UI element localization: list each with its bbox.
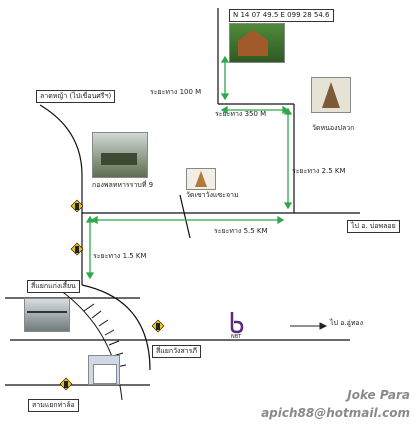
road-network (5, 8, 360, 386)
distance-5-5km-label: ระยะทาง 5.5 KM (214, 227, 268, 235)
bridge-photo (24, 298, 70, 332)
house-photo (229, 23, 285, 63)
traffic-signal-icon (151, 319, 165, 333)
army-camp-label: กองพลทหารราบที่ 9 (92, 181, 154, 189)
arrow-u-thong-icon (290, 322, 328, 330)
nbt-logo-label: NBT (231, 334, 242, 340)
wat-tham-label: วัดเขาวังแซะจาม (186, 191, 239, 199)
shrine-photo (186, 168, 216, 190)
army-tank-photo (92, 132, 148, 178)
coordinates-label: N 14 07 49.5 E 099 28 54.6 (229, 9, 334, 22)
distance-2-5km-label: ระยะทาง 2.5 KM (292, 167, 346, 175)
temple-photo (311, 77, 351, 113)
distance-100m-label: ระยะทาง 100 M (150, 88, 202, 96)
traffic-signal-icon (70, 242, 84, 256)
tha-lo-junction-label: สามแยกท่าล้อ (28, 399, 79, 412)
to-u-thong-label: ไป อ.อู่ทอง (330, 319, 364, 327)
kaeng-sian-intersection-label: สี่แยกแก่งเสี้ยน (27, 280, 80, 293)
wat-nong-pluak-label: วัดหนองปลวก (312, 124, 355, 132)
to-bo-phloi-label: ไป อ. บ่อพลอย (347, 220, 400, 233)
author-email: apich88@hotmail.com (261, 406, 410, 420)
traffic-signal-icon (59, 377, 73, 391)
wang-saraphi-intersection-label: สี่แยกวังสารภี (152, 345, 202, 358)
author-name: Joke Para (347, 388, 410, 402)
nbt-logo-icon (230, 312, 244, 334)
traffic-signal-icon (70, 199, 84, 213)
distance-1-5km-label: ระยะทาง 1.5 KM (93, 252, 147, 260)
distance-arrows (85, 55, 293, 280)
lat-ya-label: ลาดหญ้า (ไปเขื่อนศรีฯ) (36, 90, 116, 103)
distance-350m-label: ระยะทาง 350 M (215, 110, 267, 118)
building-photo (88, 355, 120, 385)
